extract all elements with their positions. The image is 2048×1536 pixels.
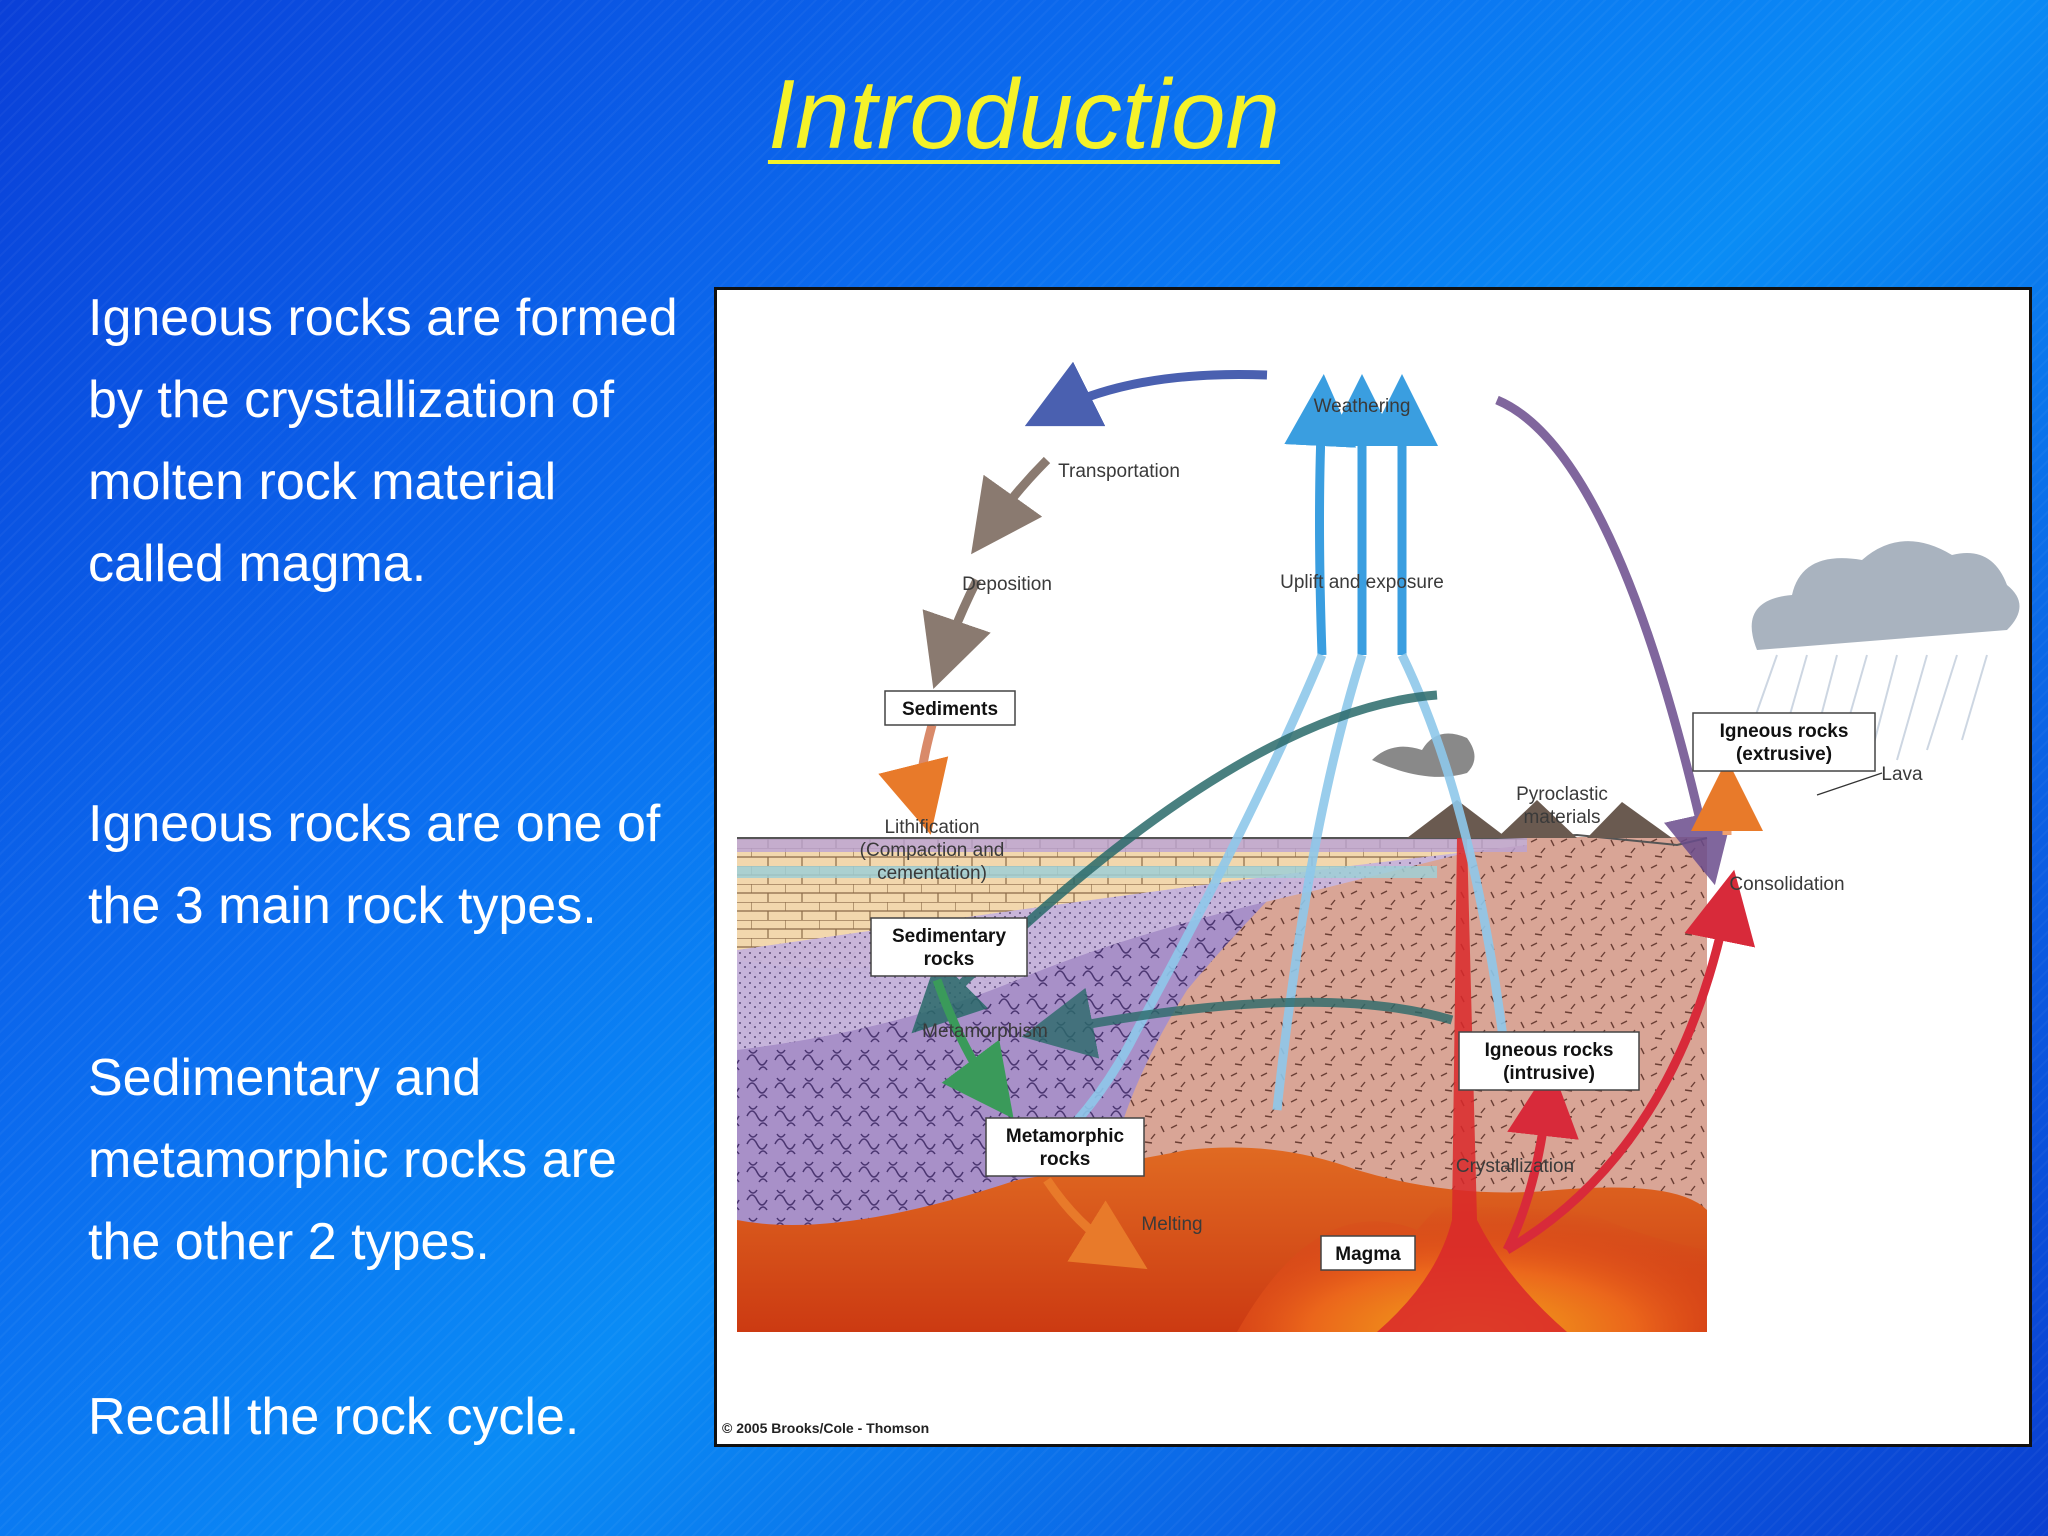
label-lithification-2: (Compaction and <box>860 840 1005 861</box>
svg-text:(intrusive): (intrusive) <box>1503 1063 1595 1084</box>
label-metamorphism: Metamorphism <box>922 1021 1048 1042</box>
box-sedimentary-rocks: Sedimentary rocks <box>870 917 1028 977</box>
diagram-labels: Weathering Transportation Deposition Upl… <box>860 396 1923 1235</box>
rock-cycle-figure: Weathering Transportation Deposition Upl… <box>714 287 2032 1447</box>
svg-text:Sediments: Sediments <box>902 699 998 720</box>
paragraph-other-types: Sedimentary and metamorphic rocks are th… <box>88 1049 617 1271</box>
label-lithification-1: Lithification <box>884 817 979 838</box>
svg-text:Igneous rocks: Igneous rocks <box>1720 721 1849 742</box>
label-melting: Melting <box>1141 1214 1202 1235</box>
paragraph-main-types: Igneous rocks are one of the 3 main rock… <box>88 795 661 935</box>
label-weathering: Weathering <box>1314 396 1411 417</box>
label-pyroclastic-1: Pyroclastic <box>1516 784 1608 805</box>
box-sediments: Sediments <box>884 690 1016 726</box>
label-transportation: Transportation <box>1058 461 1180 482</box>
label-lava: Lava <box>1881 764 1923 785</box>
label-crystallization: Crystallization <box>1456 1156 1574 1177</box>
svg-text:Sedimentary: Sedimentary <box>892 926 1006 947</box>
label-pyroclastic-2: materials <box>1523 807 1600 828</box>
copyright-text: © 2005 Brooks/Cole - Thomson <box>722 1420 929 1436</box>
svg-text:rocks: rocks <box>1040 1149 1091 1170</box>
box-magma: Magma <box>1320 1235 1416 1271</box>
svg-text:(extrusive): (extrusive) <box>1736 744 1832 765</box>
box-metamorphic-rocks: Metamorphic rocks <box>985 1117 1145 1177</box>
svg-text:Metamorphic: Metamorphic <box>1006 1126 1125 1147</box>
svg-text:rocks: rocks <box>924 949 975 970</box>
rain-cloud-icon <box>1746 541 2020 771</box>
paragraph-recall: Recall the rock cycle. <box>88 1388 580 1446</box>
svg-text:Igneous rocks: Igneous rocks <box>1485 1040 1614 1061</box>
rock-cycle-diagram: Weathering Transportation Deposition Upl… <box>722 361 2020 1436</box>
label-deposition: Deposition <box>962 574 1052 595</box>
svg-text:Magma: Magma <box>1335 1244 1401 1265</box>
box-igneous-extrusive: Igneous rocks (extrusive) <box>1692 712 1876 772</box>
label-consolidation: Consolidation <box>1729 874 1844 895</box>
box-igneous-intrusive: Igneous rocks (intrusive) <box>1458 1031 1640 1091</box>
label-uplift: Uplift and exposure <box>1280 572 1444 593</box>
paragraph-formation: Igneous rocks are formed by the crystall… <box>88 289 678 593</box>
label-lithification-3: cementation) <box>877 863 987 884</box>
cycle-arrows <box>878 361 1763 1270</box>
slide-title: Introduction <box>767 59 1281 169</box>
